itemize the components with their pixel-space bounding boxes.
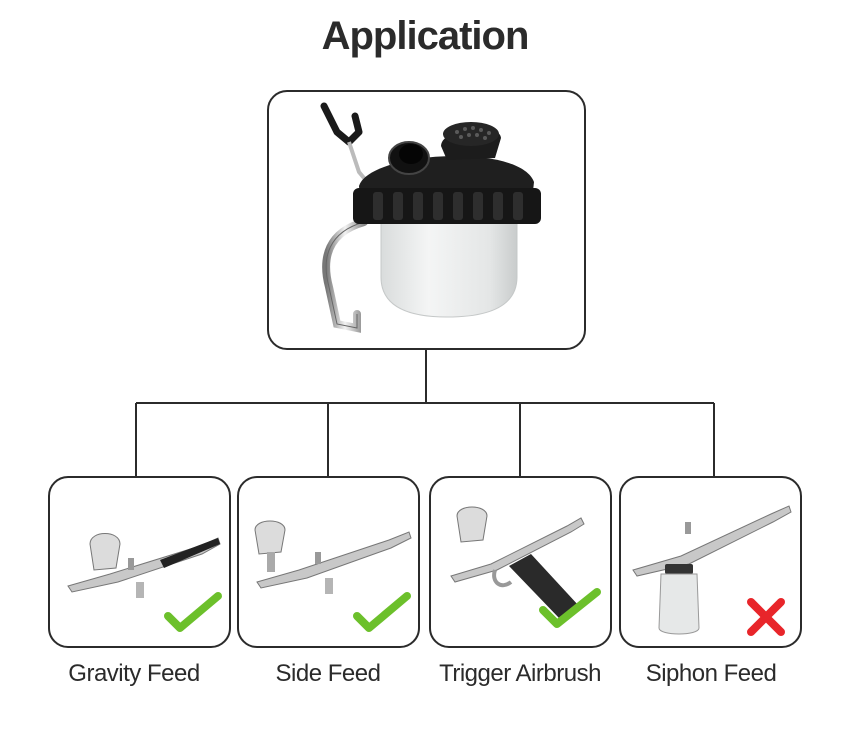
feed-label-side: Side Feed <box>275 660 381 687</box>
feed-card-siphon <box>619 476 802 648</box>
airbrush-cleaning-pot-icon <box>320 102 541 333</box>
feed-card-trigger <box>429 476 612 648</box>
cross-icon <box>747 598 785 636</box>
feed-card-gravity <box>48 476 231 648</box>
trigger-airbrush-icon <box>450 506 585 618</box>
check-icon <box>353 592 411 632</box>
siphon-feed-airbrush-icon <box>632 505 792 635</box>
check-icon <box>164 592 222 632</box>
feed-label-trigger: Trigger Airbrush <box>439 660 601 687</box>
product-box <box>267 90 586 350</box>
feed-card-side <box>237 476 420 648</box>
feed-label-gravity: Gravity Feed <box>68 660 200 687</box>
page-title: Application <box>321 14 530 58</box>
feed-label-siphon: Siphon Feed <box>645 660 777 687</box>
gravity-feed-airbrush-icon <box>67 533 221 598</box>
side-feed-airbrush-icon <box>254 520 412 594</box>
check-icon <box>539 588 601 628</box>
